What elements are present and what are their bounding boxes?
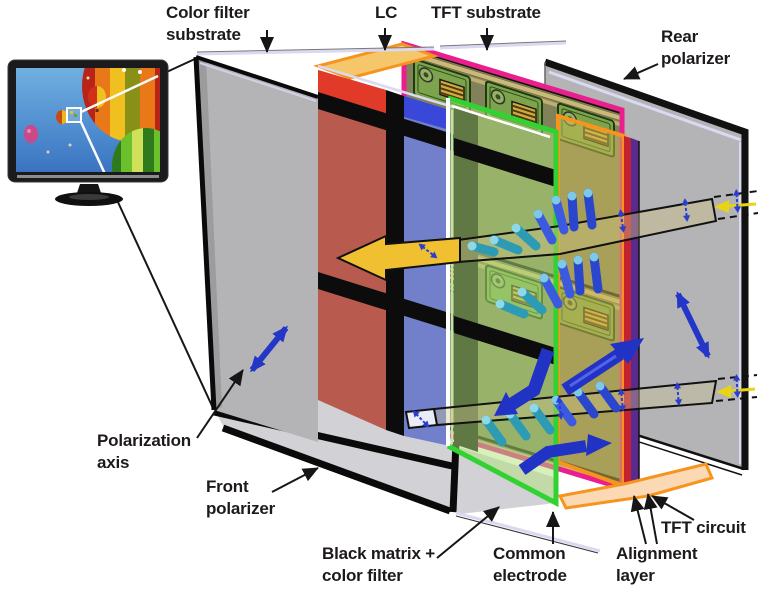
label-tft-circuit: TFT circuit: [661, 518, 746, 537]
alignment-layer-arrow-2: [643, 493, 658, 545]
label-leader-arrows: [196, 28, 695, 559]
label-lc: LC: [375, 3, 398, 22]
monitor-preview: [7, 59, 169, 206]
polarization-axis-arrow: [196, 369, 244, 439]
alignment-layer-panel: [556, 113, 626, 489]
black-matrix-horizontal-bar: [318, 92, 456, 152]
front-polarizer-panel: [193, 55, 319, 442]
label-common-electrode: Common electrode: [493, 544, 567, 586]
label-alignment-layer: Alignment layer: [616, 544, 698, 586]
director-arrows: [494, 338, 644, 475]
label-front-polarizer: Front polarizer: [206, 477, 276, 519]
cf-substrate-top-edge: [196, 47, 435, 56]
rear-polarization-axis-arrow: [675, 291, 711, 359]
rear-polarizer-arrow: [623, 63, 659, 80]
front-polarizer-arrow: [271, 467, 319, 493]
lc-molecules-upper: [467, 188, 597, 257]
label-polarization-axis: Polarization axis: [97, 431, 191, 473]
lc-molecules-middle: [495, 252, 603, 319]
label-black-matrix-color-filter: Black matrix + color filter: [322, 544, 435, 586]
red-filter-column: [318, 70, 386, 430]
tft-substrate-top-edge: [439, 41, 567, 50]
label-tft-substrate: TFT substrate: [431, 3, 541, 22]
alignment-layer-bottom-face: [557, 462, 715, 510]
color-filter-panel: [196, 40, 567, 446]
label-rear-polarizer: Rear polarizer: [661, 27, 731, 69]
black-matrix-horizontal-bar: [318, 272, 456, 332]
balloon-green: [112, 128, 160, 172]
exit-light-arrow: [335, 234, 461, 282]
alignment-layer-arrow-1: [630, 495, 647, 545]
front-polarization-axis-arrow: [249, 325, 289, 373]
blue-filter-column: [404, 96, 450, 446]
backlight-arrow-upper: [714, 200, 729, 213]
black-matrix-arrow: [436, 506, 500, 559]
label-color-filter-substrate: Color filter substrate: [166, 3, 250, 45]
lc-molecules-lower: [481, 381, 621, 447]
common-electrode-green-border: [446, 95, 559, 508]
backlight-arrow-lower: [716, 385, 731, 398]
tft-circuit-arrow: [651, 495, 695, 521]
tft-circuit-strip: [624, 136, 640, 490]
